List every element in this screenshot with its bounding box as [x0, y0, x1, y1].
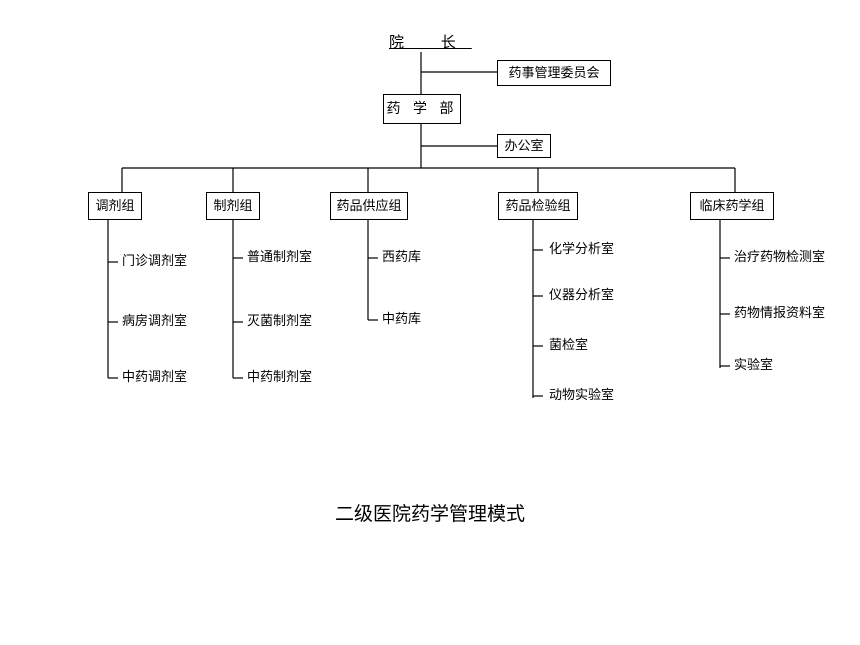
group-box-supply: 药品供应组: [330, 192, 408, 220]
unit-label: 治疗药物检测室: [734, 250, 826, 265]
unit-label: 仪器分析室: [549, 288, 615, 303]
unit-label: 中药调剂室: [122, 370, 188, 385]
unit-label: 中药库: [382, 312, 422, 327]
group-box-dispensing: 调剂组: [88, 192, 142, 220]
committee-box: 药事管理委员会: [497, 60, 611, 86]
group-box-preparation: 制剂组: [206, 192, 260, 220]
unit-label: 菌检室: [549, 338, 589, 353]
unit-label: 实验室: [734, 358, 774, 373]
unit-label: 化学分析室: [549, 242, 615, 257]
unit-label: 灭菌制剂室: [247, 314, 313, 329]
pharmacy-dept-box: 药 学 部: [383, 94, 461, 124]
unit-label: 门诊调剂室: [122, 254, 188, 269]
group-box-inspection: 药品检验组: [498, 192, 578, 220]
unit-label: 普通制剂室: [247, 250, 313, 265]
unit-label: 药物情报资料室: [734, 306, 826, 321]
unit-label: 中药制剂室: [247, 370, 313, 385]
unit-label: 动物实验室: [549, 388, 615, 403]
diagram-caption: 二级医院药学管理模式: [334, 503, 525, 525]
office-box: 办公室: [497, 134, 551, 158]
unit-label: 病房调剂室: [122, 314, 188, 329]
director-label: 院 长: [389, 33, 472, 51]
group-box-clinical: 临床药学组: [690, 192, 774, 220]
unit-label: 西药库: [382, 250, 422, 265]
